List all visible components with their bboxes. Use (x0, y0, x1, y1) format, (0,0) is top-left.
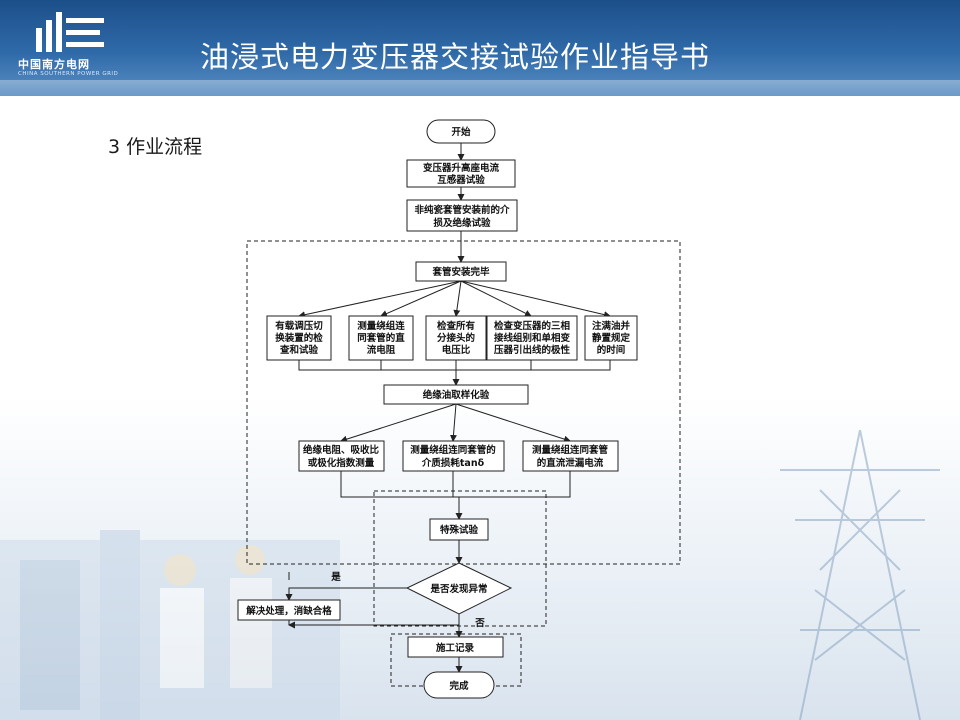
parallel-a-box-1 (266, 315, 332, 361)
parallel-a-4-line3: 压器引出线的极性 (494, 344, 571, 356)
step-bushing-pretest-line2: 损及绝缘试验 (433, 217, 491, 229)
logo-text: 中国南方电网 (18, 58, 90, 71)
connector (455, 403, 571, 443)
step-special-test-label: 特殊试验 (440, 524, 479, 536)
parallel-b-1-line1: 绝缘电阻、吸收比 (303, 444, 380, 456)
start-node (426, 119, 496, 144)
step-bushing-installed-label: 套管安装完毕 (431, 266, 490, 278)
step-record-label: 施工记录 (436, 642, 475, 654)
parallel-b-3-line2: 的直流泄漏电流 (537, 457, 604, 469)
connector (460, 280, 611, 319)
connector (340, 403, 457, 443)
workers-illustration (0, 530, 340, 720)
step-ct-test (406, 159, 516, 188)
connector (340, 471, 571, 498)
parallel-a-1-line1: 有载调压切 (275, 320, 323, 332)
transmission-tower-illustration (780, 430, 940, 720)
parallel-a-5-line1: 注满油并 (592, 320, 631, 332)
step-record (407, 636, 504, 658)
parallel-b-2-line2: 介质损耗tanδ (421, 457, 485, 469)
parallel-b-box-2 (402, 440, 505, 472)
decision-diamond (405, 562, 513, 615)
step-oil-sampling-label: 绝缘油取样化验 (423, 389, 490, 401)
company-logo-icon (36, 12, 104, 52)
start-label: 开始 (451, 126, 471, 138)
parallel-b-box-3 (522, 440, 619, 472)
parallel-b-1-line2: 或极化指数测量 (308, 457, 375, 469)
parallel-a-1-line3: 查和试验 (279, 344, 319, 356)
dashed-group-special (373, 490, 547, 627)
page-title: 油浸式电力变压器交接试验作业指导书 (200, 40, 711, 74)
logo-subtext: CHINA SOUTHERN POWER GRID (18, 71, 119, 77)
connector (449, 403, 457, 442)
parallel-a-5-line3: 的时间 (597, 344, 626, 356)
parallel-a-4-line1: 检查变压器的三相 (494, 320, 570, 332)
step-resolve-label: 解决处理，消缺合格 (246, 605, 332, 617)
parallel-b-box-1 (298, 440, 385, 472)
connector (380, 280, 462, 317)
step-bushing-pretest-line1: 非纯瓷套管安装前的介 (414, 204, 510, 216)
parallel-b-2-line1: 测量绕组连同套管的 (410, 444, 496, 456)
parallel-a-2-line3: 流电阻 (367, 344, 396, 356)
step-special-test (429, 518, 489, 541)
section-heading: 3 作业流程 (108, 136, 203, 158)
no-label: 否 (474, 618, 485, 629)
parallel-a-2-line2: 同套管的直 (357, 332, 405, 344)
step-bushing-installed (415, 261, 507, 282)
parallel-a-2-line1: 测量绕组连 (357, 320, 405, 332)
step-ct-test-line1: 变压器升高座电流 (423, 162, 500, 174)
parallel-a-box-3 (425, 315, 487, 361)
end-label: 完成 (449, 680, 469, 692)
parallel-a-box-5 (584, 315, 638, 361)
connector (460, 280, 532, 317)
parallel-b-3-line1: 测量绕组连同套管 (532, 444, 609, 456)
end-node (423, 671, 495, 699)
parallel-a-box-4 (486, 315, 578, 361)
header-shine (0, 80, 960, 102)
connector (285, 587, 407, 601)
parallel-a-box-2 (348, 315, 414, 361)
yes-label: 是 (330, 571, 341, 583)
parallel-a-5-line2: 静置规定 (592, 332, 631, 344)
step-oil-sampling (383, 384, 529, 405)
parallel-a-3-line2: 分接头的 (437, 332, 476, 344)
parallel-a-1-line2: 换装置的检 (275, 332, 323, 344)
step-resolve (237, 599, 341, 621)
decision-label: 是否发现异常 (429, 583, 487, 595)
step-ct-test-line2: 互感器试验 (437, 174, 485, 186)
connector (298, 280, 462, 319)
slide-header (0, 0, 960, 96)
parallel-a-3-line1: 检查所有 (437, 320, 476, 332)
step-bushing-pretest (406, 199, 518, 232)
connector (298, 360, 611, 371)
parallel-a-4-line2: 接线组别和单相变 (494, 332, 571, 344)
connector (453, 280, 462, 317)
parallel-a-3-line3: 电压比 (442, 344, 471, 356)
